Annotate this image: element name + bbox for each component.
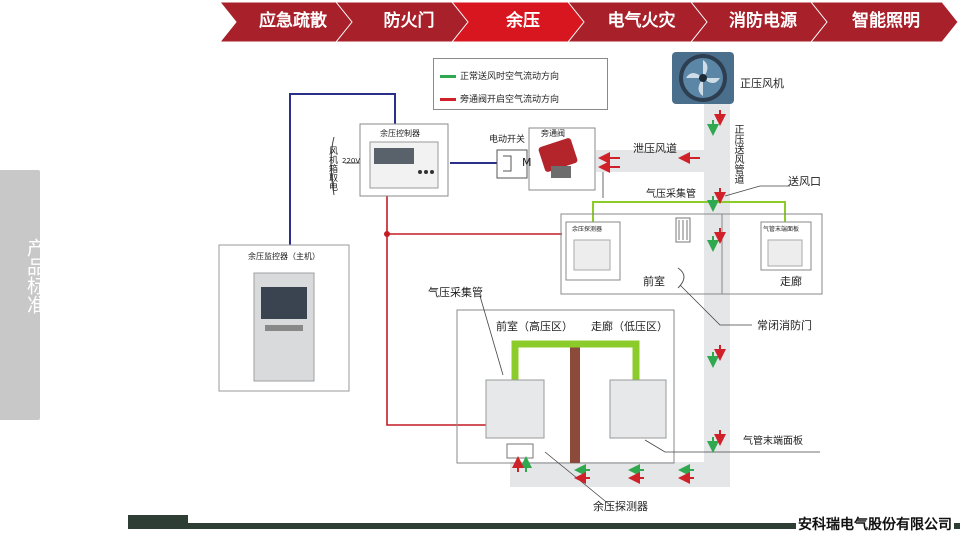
brick-wall: [570, 345, 580, 463]
host-label: 余压监控器（主机）: [248, 252, 320, 261]
tab-smart-lighting[interactable]: 智能照明: [852, 11, 920, 31]
power-bracket: [330, 136, 335, 196]
motor-letter: M: [522, 156, 532, 169]
terminal-panel-device: [609, 379, 667, 439]
normal-flow-arrows: [520, 120, 719, 476]
pressure-tube-top-label: 气压采集管: [646, 189, 696, 200]
red-wiring: [386, 196, 562, 426]
tab-emergency-evacuation[interactable]: 应急疏散: [259, 11, 327, 31]
bottom-room-box: [456, 309, 675, 464]
air-outlet-label: 送风口: [788, 175, 821, 188]
fan-icon: [672, 52, 734, 104]
power-label: 风机箱取电: [327, 146, 337, 191]
small-detector-label: 余压探测器: [572, 226, 603, 233]
bypass-valve-icon: [528, 127, 596, 191]
top-tab-bar: 应急疏散 防火门 余压 电气火灾 消防电源 智能照明: [218, 0, 960, 43]
detector-grille: [506, 443, 534, 459]
voltage-label: 220V: [342, 157, 361, 165]
tab-fire-door[interactable]: 防火门: [383, 11, 435, 31]
green-arrow-icon: [440, 75, 456, 78]
detector-device: [485, 379, 545, 439]
side-tab-product-standard[interactable]: 产品标准: [0, 170, 46, 420]
tab-residual-pressure[interactable]: 余压: [506, 11, 540, 31]
detector-label: 余压探测器: [593, 500, 648, 513]
motor-switch-box: [496, 149, 528, 179]
fire-door-label: 常闭消防门: [757, 319, 812, 332]
motor-switch-label: 电动开关: [489, 135, 526, 145]
footer-bar: [188, 523, 960, 529]
legend-normal: 正常送风时空气流动方向: [440, 69, 559, 82]
legend-normal-label: 正常送风时空气流动方向: [460, 72, 560, 82]
fan-label: 正压风机: [740, 77, 784, 90]
red-arrow-icon: [440, 98, 456, 101]
controller-label: 余压控制器: [380, 129, 420, 138]
company-name: 安科瑞电气股份有限公司: [796, 514, 954, 534]
legend-bypass-label: 旁通阀开启空气流动方向: [460, 95, 560, 105]
corridor-box: [721, 213, 823, 295]
legend: 正常送风时空气流动方向 旁通阀开启空气流动方向: [433, 58, 608, 110]
footer-block: [128, 515, 188, 529]
legend-bypass: 旁通阀开启空气流动方向: [440, 92, 559, 105]
front-room-label: 前室: [643, 275, 665, 288]
front-room-high-label: 前室（高压区）: [496, 320, 573, 333]
tab-shapes: [218, 1, 959, 43]
tab-fire-power[interactable]: 消防电源: [729, 11, 797, 31]
bypass-valve-label: 旁通阀: [541, 129, 565, 138]
side-tab-label: 产品标准: [24, 238, 46, 314]
pressure-tube-top: [592, 201, 786, 222]
blue-wiring: [289, 93, 497, 245]
corridor-low-label: 走廊（低压区）: [591, 320, 668, 333]
tab-electrical-fire[interactable]: 电气火灾: [607, 11, 676, 31]
small-terminal-label: 气管末端面板: [763, 226, 800, 233]
supply-duct: [510, 82, 730, 487]
door-symbol: [677, 267, 685, 289]
corridor-label: 走廊: [780, 275, 802, 288]
relief-duct-label: 泄压风道: [633, 142, 677, 155]
wire-junction: [384, 231, 390, 237]
host-monitor-icon: [218, 244, 350, 392]
controller-icon: [359, 123, 449, 197]
terminal-panel-label: 气管末端面板: [743, 436, 803, 447]
bypass-flow-arrows: [512, 110, 726, 484]
pressure-tube-bottom-label: 气压采集管: [428, 286, 483, 299]
duct-label: 正压送风管道: [732, 124, 743, 184]
pressure-tube-bottom: [511, 340, 640, 380]
